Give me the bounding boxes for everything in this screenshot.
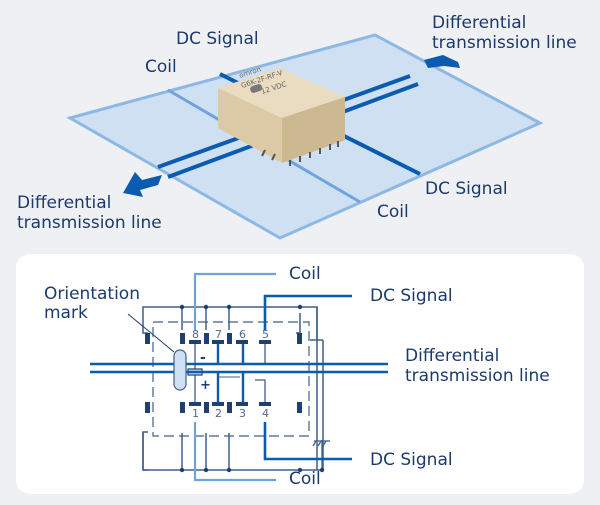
pin-number-1: 1 [192, 407, 199, 420]
schematic-label-dc-signal-bottom: DC Signal [370, 450, 453, 470]
schematic-label-dc-signal-top: DC Signal [370, 286, 453, 306]
pcb-3d-illustration: omron G6K-2F-RF-V 12 VDC [66, 33, 544, 240]
schematic-panel: - + 8 7 6 5 1 2 3 4 [16, 254, 584, 494]
pin-number-3: 3 [239, 407, 246, 420]
polarity-minus: - [200, 350, 206, 366]
schematic-diagram: - + 8 7 6 5 1 2 3 4 [90, 272, 388, 482]
schematic-label-coil-bottom: Coil [289, 469, 321, 489]
label-diff-line-top-2: transmission line [432, 33, 577, 53]
arrow-left-icon [424, 55, 460, 68]
package-outline [152, 321, 310, 437]
label-coil-top: Coil [145, 57, 177, 77]
pin-pads [189, 340, 271, 406]
schematic-label-diff-line-1: Differential [405, 346, 500, 366]
pin-number-6: 6 [239, 328, 246, 341]
coil-trace-bottom [193, 422, 276, 482]
label-diff-line-bottom-2: transmission line [17, 213, 162, 233]
label-diff-line-top-1: Differential [432, 13, 527, 33]
pin-number-2: 2 [215, 407, 222, 420]
label-diff-line-bottom-1: Differential [17, 193, 112, 213]
orientation-mark-shape [173, 349, 187, 391]
relay-component: omron G6K-2F-RF-V 12 VDC [218, 65, 345, 166]
schematic-label-orientation-2: mark [44, 303, 88, 323]
polarity-plus: + [200, 378, 211, 393]
arrow-left-down-icon [123, 172, 162, 197]
schematic-label-coil-top: Coil [289, 264, 321, 284]
dc-signal-trace-top [263, 294, 352, 330]
pin-number-8: 8 [192, 328, 199, 341]
schematic-label-diff-line-2: transmission line [405, 366, 550, 386]
label-dc-signal-top: DC Signal [176, 29, 259, 49]
pin-number-7: 7 [215, 328, 222, 341]
ground-icon [312, 440, 330, 470]
pin-number-5: 5 [262, 328, 269, 341]
label-coil-bottom: Coil [377, 202, 409, 222]
pin-number-4: 4 [262, 407, 269, 420]
ground-pads [145, 333, 302, 413]
orientation-leader-line [127, 313, 175, 353]
schematic-label-orientation-1: Orientation [44, 284, 140, 304]
coil-trace-top [193, 272, 276, 330]
label-dc-signal-bottom: DC Signal [425, 179, 508, 199]
dc-signal-trace-bottom [263, 422, 352, 461]
ground-frame [142, 306, 324, 471]
